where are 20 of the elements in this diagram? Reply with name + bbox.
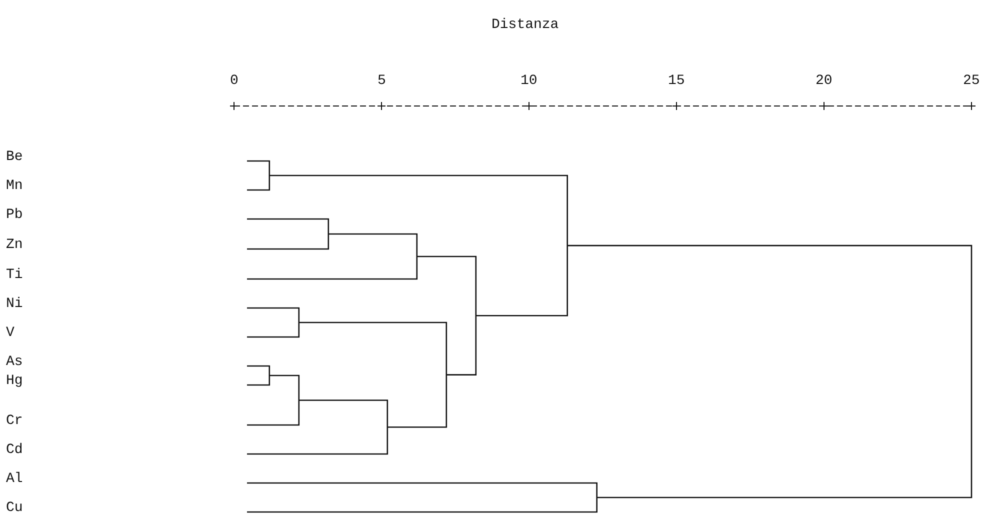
tick-label: 15 — [668, 73, 685, 89]
leaf-label: Pb — [6, 207, 23, 223]
leaf-label: Cu — [6, 500, 23, 516]
leaf-label: Zn — [6, 237, 23, 253]
leaf-label: Hg — [6, 373, 23, 389]
tick-label: 0 — [230, 73, 238, 89]
leaf-label: Ti — [6, 267, 23, 283]
leaf-label: As — [6, 354, 23, 370]
leaf-label: V — [6, 325, 14, 341]
tick-label: 5 — [378, 73, 386, 89]
leaf-label: Cr — [6, 413, 23, 429]
leaf-label: Al — [6, 471, 23, 487]
leaf-label: Be — [6, 149, 23, 165]
axis-title: Distanza — [492, 17, 559, 33]
leaf-label: Cd — [6, 442, 23, 458]
tick-label: 10 — [520, 73, 538, 89]
leaf-label: Ni — [6, 296, 23, 312]
leaf-label: Mn — [6, 178, 23, 194]
tick-label: 25 — [963, 73, 980, 89]
tick-label: 20 — [816, 73, 832, 89]
